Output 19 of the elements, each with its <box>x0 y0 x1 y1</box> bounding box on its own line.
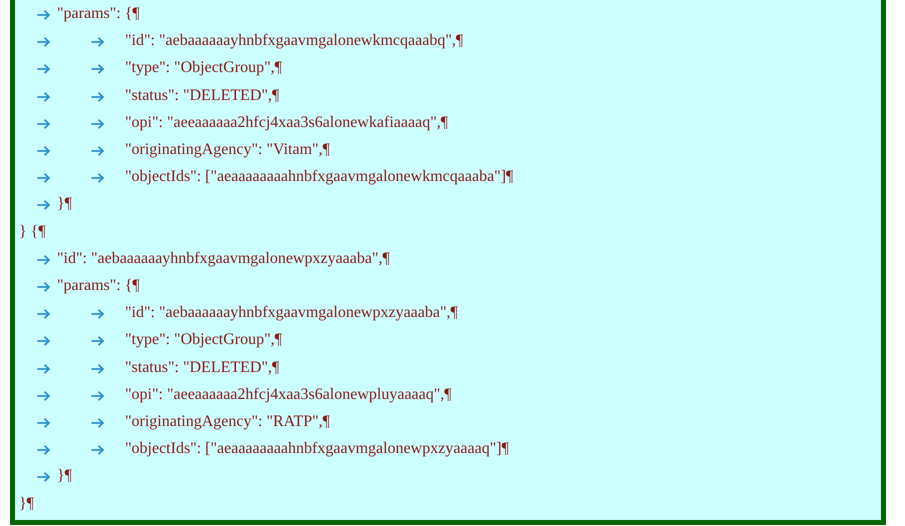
code-line: "objectIds": ["aeaaaaaaaahnbfxgaavmgalonewkmcqaaaba"]¶ <box>125 168 514 186</box>
code-line: "opi": "aeeaaaaaa2hfcj4xaa3s6alonewkafiaaaaq",¶ <box>125 114 448 132</box>
code-line: } {¶ <box>19 222 46 241</box>
code-line: "id": "aebaaaaaayhnbfxgaavmgalonewpxzyaaaba",¶ <box>57 250 390 268</box>
code-line: "type": "ObjectGroup",¶ <box>125 331 282 350</box>
code-line: "opi": "aeeaaaaaa2hfcj4xaa3s6alonewpluyaaaaq",¶ <box>125 386 452 404</box>
code-line: }¶ <box>57 467 72 486</box>
code-line: "type": "ObjectGroup",¶ <box>125 59 282 78</box>
code-line: "params": {¶ <box>57 277 140 295</box>
code-line: "status": "DELETED",¶ <box>125 86 280 105</box>
code-line: }¶ <box>19 494 34 513</box>
code-line: }¶ <box>57 195 72 214</box>
code-line: "originatingAgency": "Vitam",¶ <box>125 141 330 159</box>
code-line: "id": "aebaaaaaayhnbfxgaavmgalonewpxzyaaaba",¶ <box>125 304 458 322</box>
code-line: "status": "DELETED",¶ <box>125 358 280 377</box>
code-line: "originatingAgency": "RATP",¶ <box>125 413 330 431</box>
code-line: "objectIds": ["aeaaaaaaaahnbfxgaavmgalonewpxzyaaaaq"]¶ <box>125 440 509 458</box>
code-line: "params": {¶ <box>57 5 140 23</box>
code-line: "id": "aebaaaaaayhnbfxgaavmgalonewkmcqaaabq",¶ <box>125 32 464 50</box>
